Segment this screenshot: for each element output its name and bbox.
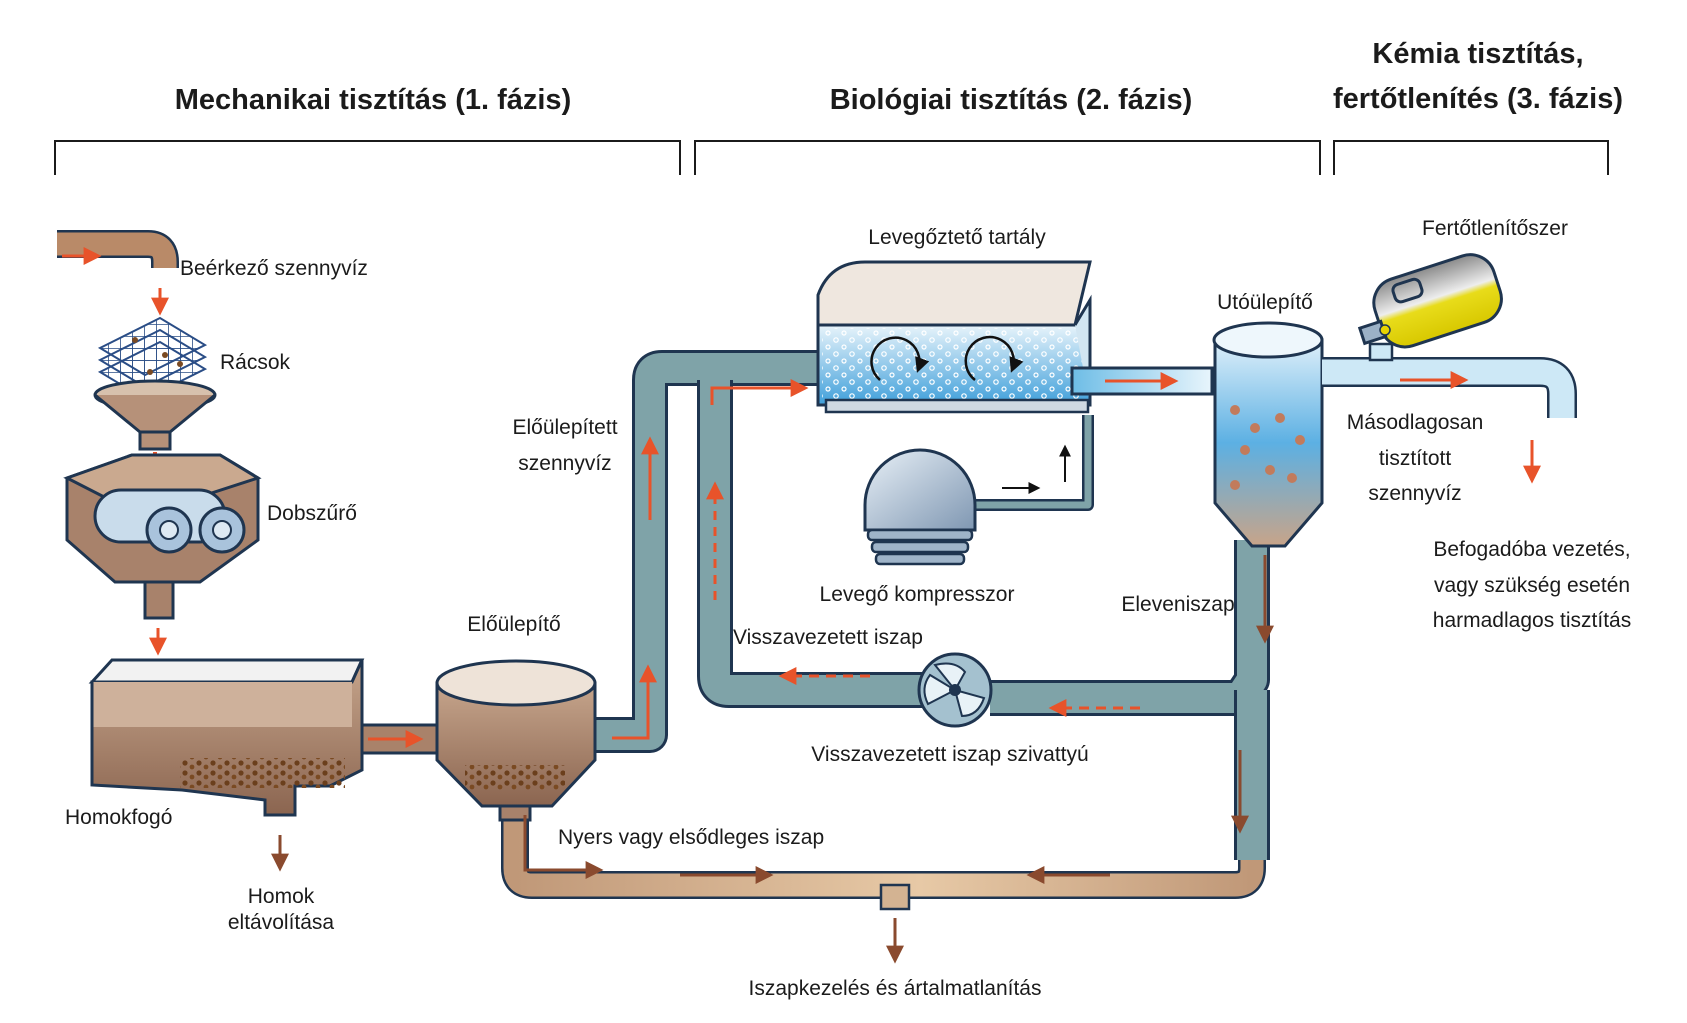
label-pre-settled-line2: szennyvíz (518, 451, 612, 475)
pump-impeller-icon (917, 652, 993, 728)
label-secondary-treated: Másodlagosan tisztított szennyvíz (1347, 405, 1484, 512)
label-discharge-line3: harmadlagos tisztítás (1432, 609, 1632, 633)
label-primary-clarifier: Előülepítő (467, 613, 561, 636)
phase-title-chemical-line1: Kémia tisztítás, (1372, 38, 1584, 70)
label-activated-sludge: Eleveniszap (1121, 593, 1235, 616)
label-discharge-line2: vagy szükség esetén (1433, 573, 1631, 597)
label-screens: Rácsok (220, 351, 291, 374)
phase-title-mechanical: Mechanikai tisztítás (1. fázis) (174, 84, 572, 116)
drum-filter (63, 453, 262, 620)
aeration-tank (816, 260, 1092, 414)
label-secondary-treated-line3: szennyvíz (1368, 482, 1462, 506)
air-compressor-icon (863, 448, 977, 566)
label-sand-removal-line2: eltávolítása (227, 911, 335, 935)
phase-title-biological: Biológiai tisztítás (2. fázis) (829, 84, 1193, 116)
secondary-clarifier (1212, 321, 1324, 548)
label-sand-removal-line1: Homok (247, 885, 315, 908)
label-sludge-treatment: Iszapkezelés és ártalmatlanítás (748, 977, 1042, 1000)
phase-brackets (54, 140, 1609, 175)
incoming-pipe (57, 230, 179, 268)
label-aeration-tank: Levegőztető tartály (868, 226, 1046, 249)
label-pre-settled-wastewater: Előülepített szennyvíz (512, 410, 617, 481)
phase-title-chemical: Kémia tisztítás, fertőtlenítés (3. fázis… (1333, 32, 1623, 122)
label-discharge-line1: Befogadóba vezetés, (1433, 538, 1631, 561)
raw-sludge-pipe (501, 715, 1266, 911)
flow-arrows (368, 372, 1274, 964)
label-return-sludge: Visszavezetett iszap (733, 626, 923, 649)
final-outlet-pipe (1322, 342, 1577, 418)
label-secondary-treated-line2: tisztított (1378, 446, 1452, 470)
label-secondary-treated-line1: Másodlagosan (1346, 411, 1484, 434)
label-disinfectant: Fertőtlenítőszer (1422, 217, 1568, 240)
label-air-compressor: Levegő kompresszor (819, 583, 1015, 606)
label-sand-removal: Homok eltávolítása (228, 884, 334, 937)
label-raw-sludge: Nyers vagy elsődleges iszap (558, 826, 825, 849)
chemical-drop (1379, 324, 1391, 336)
label-drum-filter: Dobszűrő (267, 502, 357, 525)
primary-clarifier (435, 659, 597, 822)
grit-chamber (88, 658, 365, 817)
label-return-sludge-pump: Visszavezetett iszap szivattyú (811, 743, 1089, 766)
label-incoming-wastewater: Beérkező szennyvíz (180, 257, 368, 280)
label-secondary-clarifier: Utóülepítő (1217, 291, 1313, 314)
phase-title-chemical-line2: fertőtlenítés (3. fázis) (1332, 82, 1624, 115)
label-discharge: Befogadóba vezetés, vagy szükség esetén … (1433, 532, 1631, 639)
screens-funnel (93, 379, 217, 451)
process-pipes (595, 350, 1270, 860)
disinfectant-canister-icon (1357, 253, 1503, 349)
label-pre-settled-line1: Előülepített (512, 416, 618, 439)
label-grit-chamber: Homokfogó (65, 806, 173, 829)
